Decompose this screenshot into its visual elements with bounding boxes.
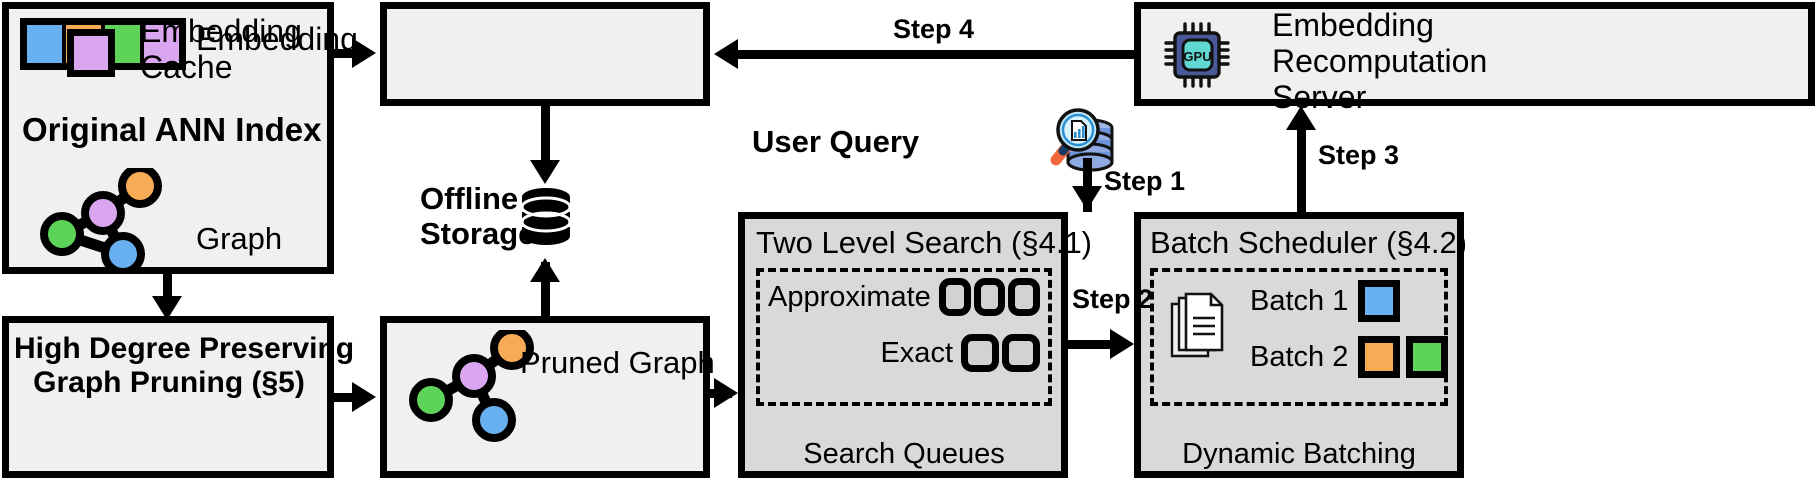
connector-ann-to-cache	[334, 49, 360, 58]
arrowhead-ann-to-pruning	[152, 296, 182, 320]
database-cylinder-icon	[520, 188, 572, 245]
arrowhead-step4	[714, 39, 738, 69]
connector-pruned-to-storage	[541, 262, 550, 318]
arrowhead-step2	[1110, 329, 1134, 359]
embedding-cache-line2: Cache	[140, 48, 233, 85]
connector-step1	[1083, 158, 1092, 212]
connector-step4	[738, 50, 1136, 59]
embedding-cache-box	[380, 2, 710, 106]
connector-ann-to-pruning	[163, 274, 172, 302]
gpu-chip-icon: GPU	[1164, 22, 1230, 88]
step-1-label: Step 1	[1104, 166, 1186, 196]
arrowhead-ann-to-cache	[352, 38, 376, 68]
offline-line2: Storage	[420, 215, 536, 251]
pruning-line2: Graph Pruning (§5)	[33, 365, 305, 399]
connector-step3	[1297, 126, 1306, 212]
step-2-label: Step 2	[1072, 284, 1154, 314]
graph-label: Graph	[196, 221, 283, 256]
connector-cache-to-storage	[541, 106, 550, 166]
batch-row-1: Batch 1	[1250, 280, 1401, 322]
batch-scheduler-title: Batch Scheduler (§4.2)	[1150, 225, 1468, 260]
batch-2-item-green	[1406, 336, 1449, 378]
queue-row-approximate: Approximate	[768, 278, 1040, 316]
ann-graph-icon	[40, 168, 162, 272]
exact-slot-2[interactable]	[1002, 334, 1040, 372]
pruned-graph-label: Pruned Graph	[520, 345, 715, 380]
ers-line2: Recomputation	[1272, 42, 1488, 79]
pruned-graph-icon	[409, 330, 534, 442]
offline-line1: Offline	[420, 181, 519, 216]
embedding-label: Embedding	[196, 21, 358, 57]
magnifier	[1050, 108, 1100, 166]
connector-pruning-to-pruned	[334, 393, 360, 402]
approximate-slot-3[interactable]	[1008, 278, 1040, 316]
embedding-cache-line1: Embedding	[140, 13, 302, 49]
batch-1-item-blue	[1358, 280, 1401, 322]
exact-slot-1[interactable]	[961, 334, 999, 372]
arrowhead-pruned-to-search	[714, 378, 738, 408]
two-level-search-title: Two Level Search (§4.1)	[756, 225, 1093, 260]
queue-label-exact: Exact	[880, 336, 953, 369]
step-3-label: Step 3	[1318, 140, 1400, 170]
arrowhead-step1	[1072, 186, 1102, 210]
query-database-search-icon	[1050, 108, 1114, 172]
step-4-label: Step 4	[893, 14, 975, 44]
documents-stack-icon	[1170, 292, 1224, 358]
batch-2-item-orange	[1358, 336, 1401, 378]
user-query-label: User Query	[752, 124, 920, 159]
search-queues-dashed-region	[756, 268, 1052, 406]
batch-label-1: Batch 1	[1250, 284, 1349, 317]
connector-step2	[1068, 340, 1120, 349]
batch-label-2: Batch 2	[1250, 340, 1349, 373]
dynamic-batching-caption: Dynamic Batching	[1182, 438, 1416, 470]
embedding-cell-purple	[144, 25, 179, 63]
ers-line1: Embedding	[1272, 7, 1434, 43]
batch-row-2: Batch 2	[1250, 336, 1449, 378]
queue-row-exact: Exact	[768, 334, 1040, 372]
svg-text:GPU: GPU	[1183, 49, 1211, 64]
arrowhead-cache-to-storage	[530, 160, 560, 184]
arrowhead-step3	[1286, 106, 1316, 130]
arrowhead-pruned-to-storage	[530, 258, 560, 282]
graph-pruning-box	[2, 316, 334, 478]
approximate-slot-2[interactable]	[973, 278, 1006, 316]
approximate-slot-1[interactable]	[938, 278, 971, 316]
queue-label-approximate: Approximate	[767, 280, 931, 313]
arrowhead-pruning-to-pruned	[352, 382, 376, 412]
embedding-recomputation-server-box	[1134, 2, 1815, 106]
search-queues-caption: Search Queues	[803, 438, 1005, 470]
pruning-line1: High Degree Preserving	[14, 332, 355, 365]
embedding-cache-swatch-icon	[67, 29, 115, 77]
embedding-cell-blue	[27, 25, 66, 63]
original-ann-index-title: Original ANN Index	[22, 111, 322, 148]
